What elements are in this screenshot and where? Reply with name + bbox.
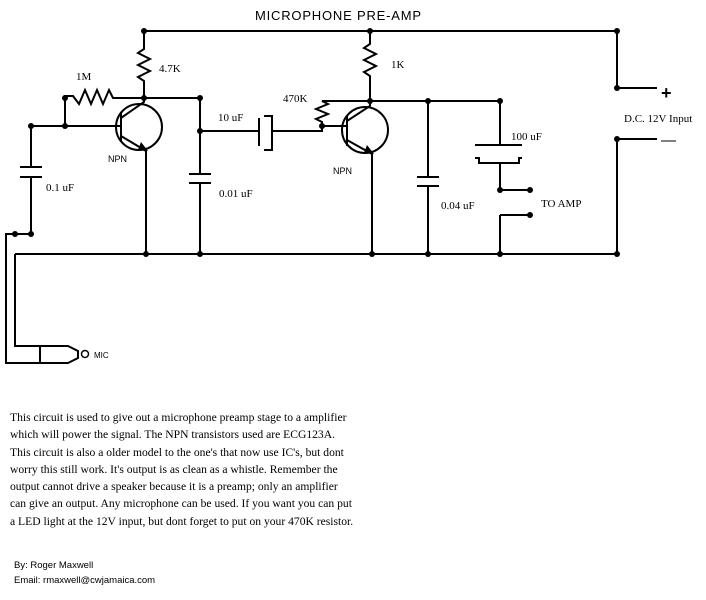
label-minus: — (661, 132, 676, 149)
capacitor-100uf (475, 144, 522, 164)
resistor-1m (64, 87, 144, 126)
label-mic: MIC (94, 351, 109, 360)
author-credits: By: Roger Maxwell Email: rmaxwell@cwjama… (14, 558, 155, 588)
label-0-01uf: 0.01 uF (219, 188, 253, 200)
label-npn-q2: NPN (333, 166, 352, 176)
circuit-description: This circuit is used to give out a micro… (10, 409, 460, 530)
resistor-1k (361, 31, 379, 98)
resistor-4-7k (135, 31, 153, 98)
capacitor-0-1uf (20, 166, 42, 178)
transistor-q2-npn (341, 106, 389, 154)
label-0-1uf: 0.1 uF (46, 182, 74, 194)
positive-supply-rail (144, 30, 657, 89)
capacitor-0-04uf (417, 176, 439, 187)
label-0-04uf: 0.04 uF (441, 200, 475, 212)
label-to-amp: TO AMP (541, 198, 581, 210)
wire-from-10uf (272, 126, 323, 132)
circuit-schematic: MICROPHONE PRE-AMP 1M 4.7K 1K 470K 10 uF… (5, 8, 692, 364)
transistor-q1-npn (115, 103, 163, 151)
resistor-470k (313, 100, 370, 126)
capacitor-10uf (258, 115, 273, 151)
description-line: which will power the signal. The NPN tra… (10, 428, 336, 442)
author-email: Email: rmaxwell@cwjamaica.com (14, 575, 156, 586)
label-1k: 1K (391, 59, 405, 71)
description-line: This circuit is used to give out a micro… (10, 411, 347, 424)
label-npn-q1: NPN (108, 154, 127, 164)
label-1m: 1M (76, 71, 92, 83)
label-dc-input: D.C. 12V Input (624, 113, 692, 125)
description-line: a LED light at the 12V input, but dont f… (10, 514, 354, 528)
wire-q2-collector-node (370, 100, 501, 145)
author-name: By: Roger Maxwell (14, 560, 94, 571)
transistor-q1-emitter (120, 135, 147, 254)
description-line: worry this still work. It's output is as… (10, 462, 338, 476)
diagram-title: MICROPHONE PRE-AMP (255, 8, 422, 23)
transistor-q2-emitter (346, 139, 373, 254)
label-10uf: 10 uF (218, 112, 243, 124)
description-line: output cannot drive a speaker because it… (10, 480, 338, 494)
to-amp-output (499, 214, 530, 254)
ground-rail (15, 138, 657, 255)
label-4-7k: 4.7K (159, 63, 181, 75)
mic-ground-wire (14, 254, 40, 347)
label-100uf: 100 uF (511, 131, 542, 143)
microphone-body (39, 345, 79, 364)
label-plus: + (661, 83, 672, 103)
capacitor-0-01uf (189, 173, 211, 184)
label-470k: 470K (283, 93, 308, 105)
transistor-q1-base (31, 112, 122, 142)
description-line: can give an output. Any microphone can b… (10, 497, 352, 511)
description-line: This circuit is also a older model to th… (10, 445, 344, 459)
